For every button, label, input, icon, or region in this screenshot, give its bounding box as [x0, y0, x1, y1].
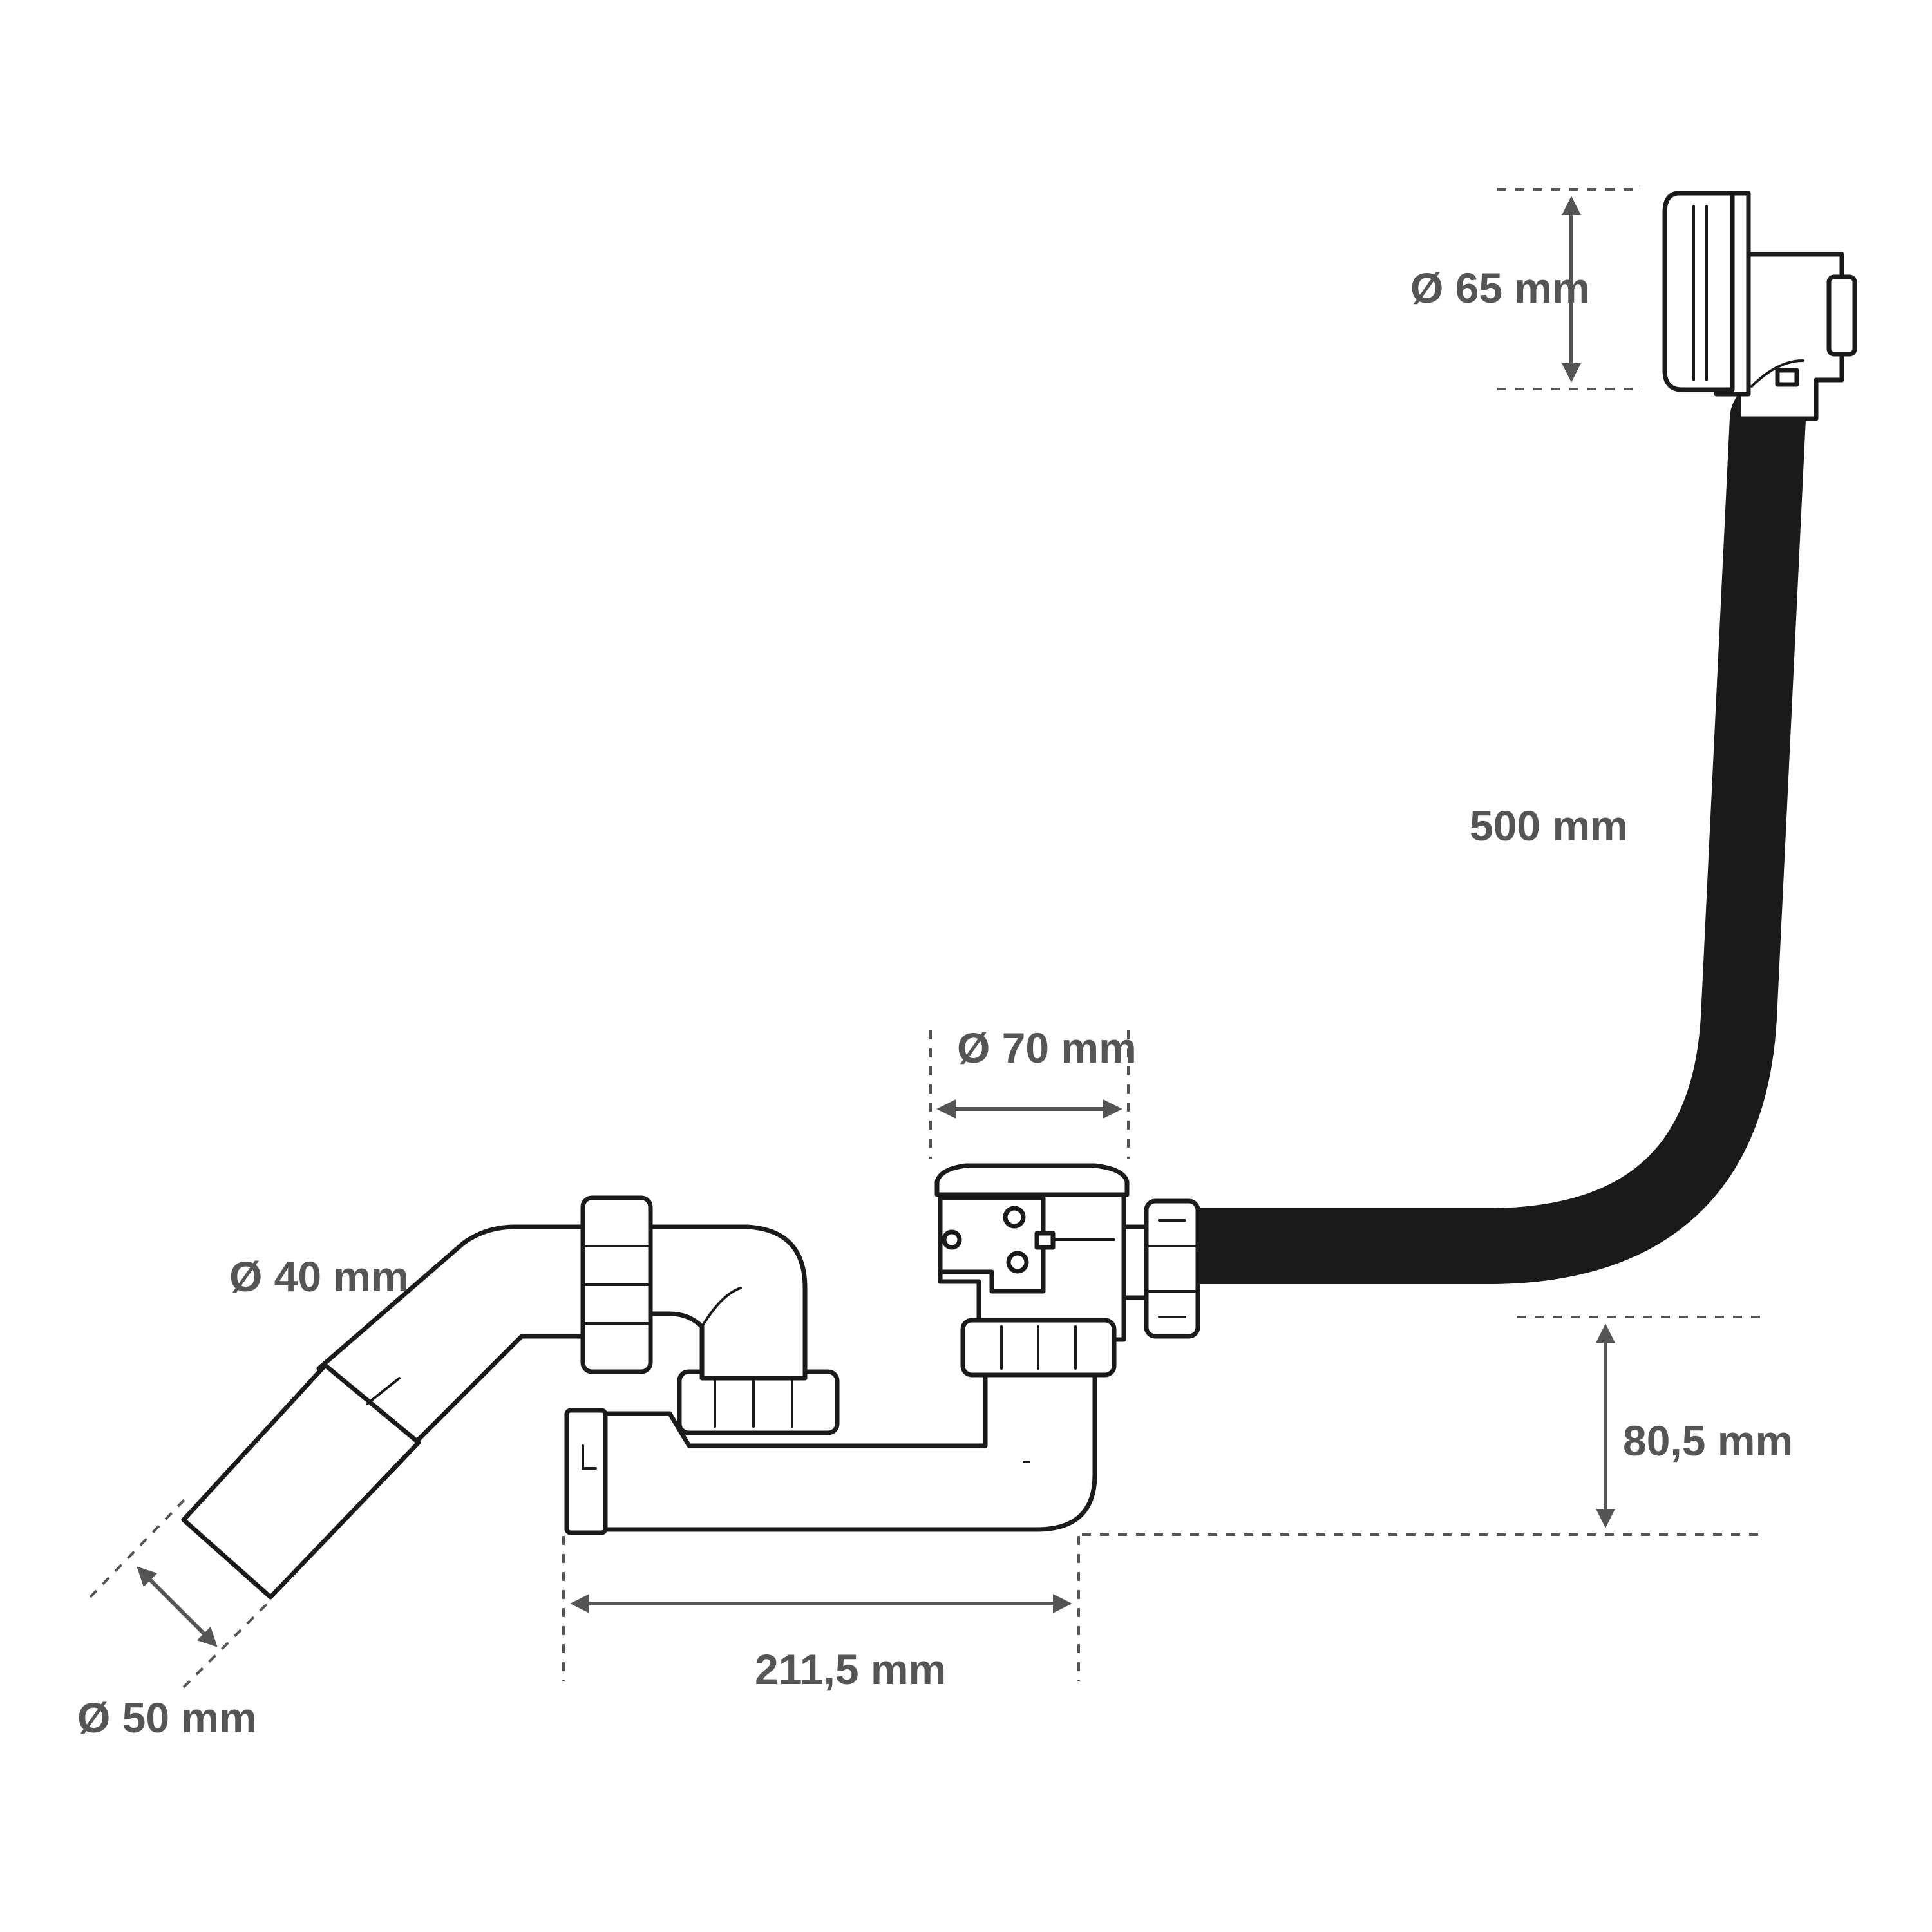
- overflow-diameter-label: Ø 65 mm: [1410, 264, 1590, 312]
- trap-end-cap: [564, 1408, 608, 1535]
- drain-screw: [1003, 1206, 1026, 1229]
- drain-diameter-label: Ø 70 mm: [957, 1024, 1137, 1072]
- elbow-line: [701, 1287, 742, 1328]
- middle-nut: [677, 1369, 840, 1435]
- overflow-clip: [1775, 368, 1799, 387]
- flexible-cable-hose: [1160, 381, 1806, 1284]
- trap-pipe: [564, 1372, 1097, 1535]
- outlet-sleeve: [181, 1363, 421, 1600]
- drain-body: [934, 1163, 1130, 1355]
- pipe-diameter-label: Ø 40 mm: [229, 1253, 409, 1300]
- drain-screw: [1006, 1251, 1029, 1274]
- outlet-upper-guide: [89, 1496, 188, 1598]
- height-label: 80,5 mm: [1623, 1417, 1793, 1464]
- overflow-body: [1736, 252, 1844, 421]
- width-label: 211,5 mm: [755, 1645, 946, 1693]
- drain-cable-clip: [1034, 1231, 1056, 1250]
- drain-screw: [942, 1229, 962, 1250]
- outlet-diameter-label: Ø 50 mm: [77, 1694, 257, 1741]
- drain-plug-cap: [934, 1163, 1130, 1197]
- hose-nut: [1144, 1198, 1200, 1339]
- middle-union-nut: [677, 1369, 840, 1435]
- overflow-head: [1662, 191, 1857, 421]
- drain-union-nut: [960, 1318, 1117, 1378]
- angled-outlet-pipe: [181, 1195, 653, 1600]
- trap-body: [564, 1372, 1097, 1532]
- trap-clip: [582, 1444, 597, 1470]
- outlet-diameter-arrow: [137, 1566, 218, 1647]
- elbow-body: [641, 1224, 808, 1381]
- overflow-side-knob: [1826, 274, 1857, 357]
- cable-length-label: 500 mm: [1470, 802, 1628, 849]
- elbow-fitting: [641, 1224, 808, 1381]
- overflow-cover: [1662, 191, 1735, 392]
- dimension-labels: Ø 65 mm 500 mm Ø 70 mm Ø 40 mm Ø 50 mm 8…: [77, 264, 1793, 1741]
- angled-pipe: [316, 1224, 601, 1448]
- sleeve-ring: [366, 1377, 401, 1405]
- outlet-lower-guide: [182, 1599, 272, 1689]
- overflow-elbow-line: [1750, 359, 1804, 388]
